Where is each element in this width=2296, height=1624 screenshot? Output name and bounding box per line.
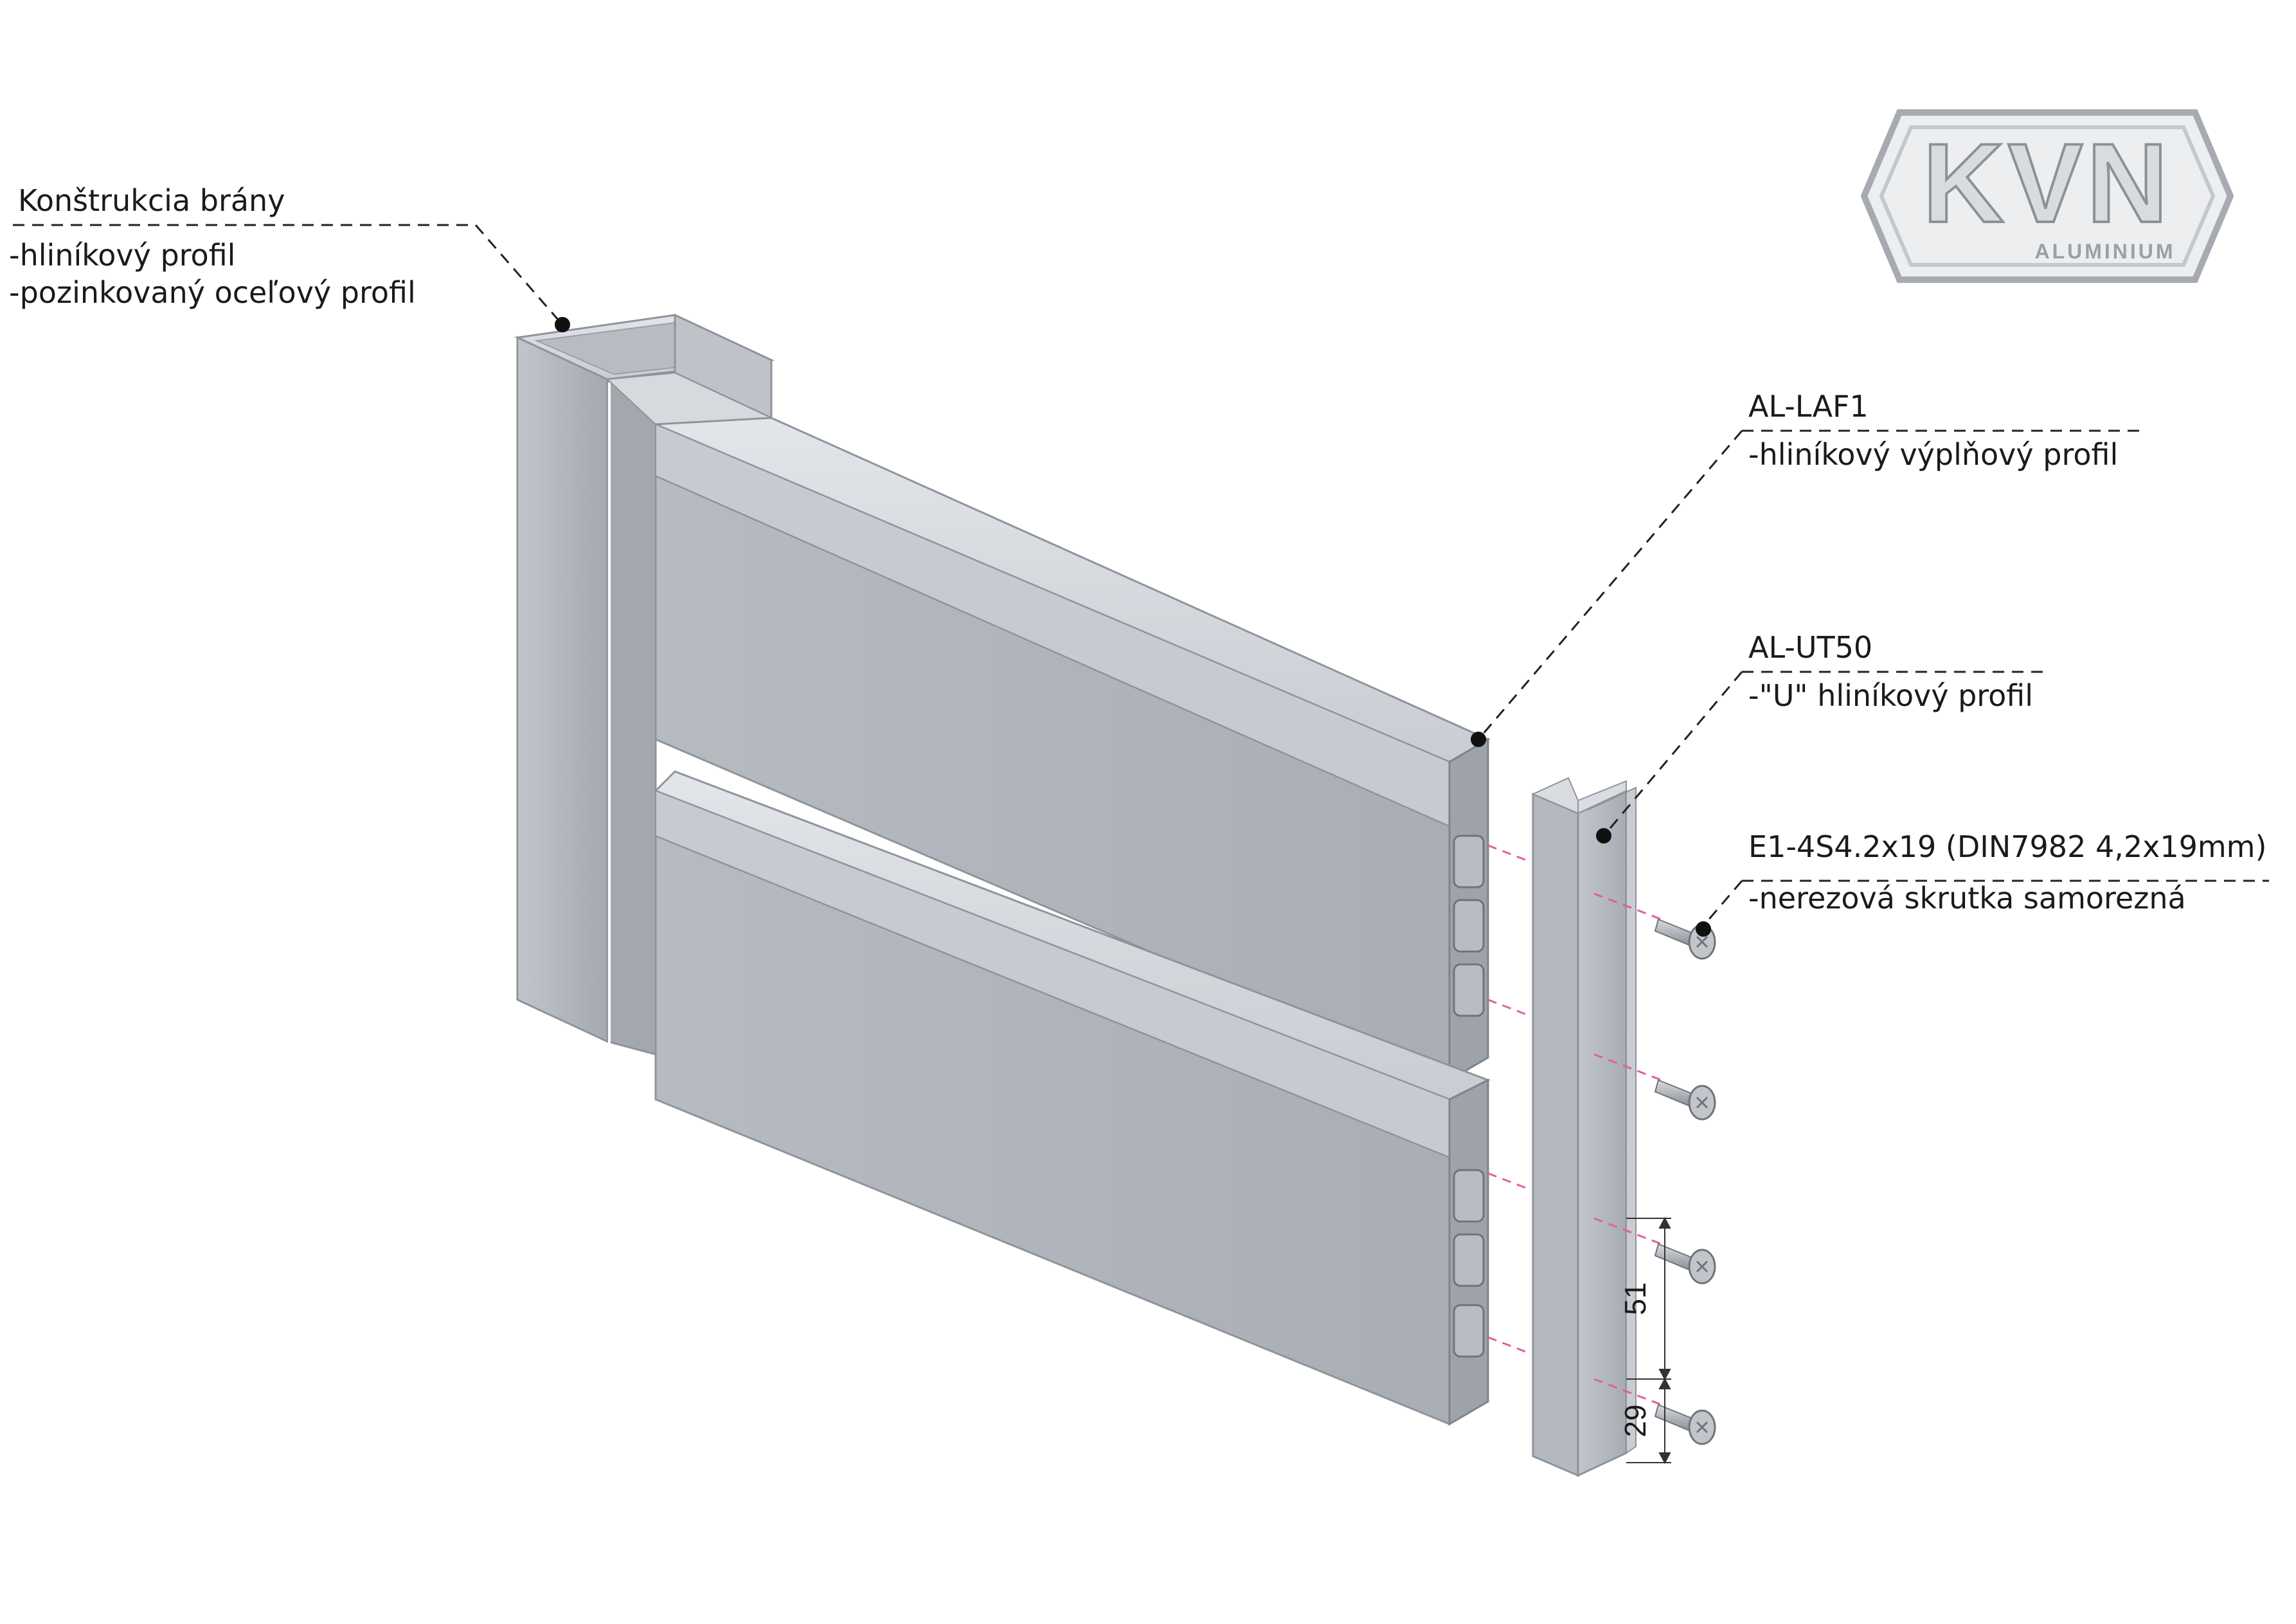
u-profile-label-title: AL-UT50: [1748, 630, 1873, 665]
u-profile: [1531, 777, 1637, 1477]
infill-label-line1: -hliníkový výplňový profil: [1748, 437, 2119, 472]
screw-label-title: E1-4S4.2x19 (DIN7982 4,2x19mm): [1748, 829, 2267, 864]
u-profile-label-line1: -"U" hliníkový profil: [1748, 678, 2034, 713]
screw-2: [1654, 1079, 1716, 1121]
dimension-51: 51: [1619, 1282, 1652, 1315]
screw-4: [1654, 1403, 1716, 1445]
kvn-aluminium-logo: KVN ALUMINIUM: [1861, 109, 2234, 283]
logo-subtext: ALUMINIUM: [2034, 240, 2175, 263]
frame-label-line1: -hliníkový profil: [9, 238, 236, 273]
alignment-guides: [1487, 844, 1662, 1406]
infill-profile-lower: [654, 770, 1491, 1426]
dimension-29: 29: [1619, 1404, 1652, 1437]
leader-dots: [555, 317, 1711, 937]
screw-3: [1654, 1243, 1716, 1285]
frame-label-line2: -pozinkovaný oceľový profil: [9, 275, 416, 310]
gate-frame-post: [514, 313, 775, 1056]
frame-label-title: Konštrukcia brány: [18, 183, 285, 218]
leader-lines: [13, 224, 2269, 926]
dimension-lines: [1626, 1216, 1671, 1465]
logo-text: KVN: [1923, 121, 2171, 246]
screw-label-line1: -nerezová skrutka samorezná: [1748, 881, 2186, 916]
infill-profile-upper: [654, 417, 1491, 1082]
infill-label-title: AL-LAF1: [1748, 389, 1869, 424]
